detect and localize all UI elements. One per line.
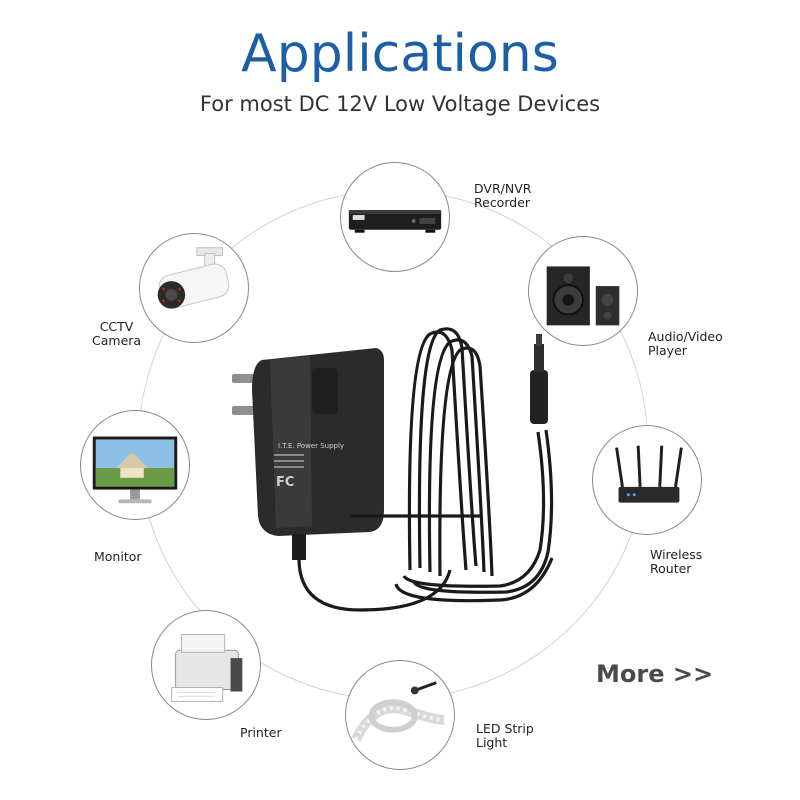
cctv-camera-label-line-2: Camera bbox=[92, 333, 142, 348]
led-strip-label-line-1: LED Strip bbox=[476, 721, 534, 736]
dvr-recorder-icon bbox=[348, 210, 442, 233]
more-link[interactable]: More >> bbox=[596, 660, 714, 688]
router-label-line-1: Wireless bbox=[650, 547, 703, 562]
cctv-camera-icon bbox=[157, 247, 230, 309]
cctv-camera-label: CCTV Camera bbox=[92, 320, 141, 348]
cctv-camera-label-line-1: CCTV bbox=[99, 319, 134, 334]
audio-player-label: Audio/Video Player bbox=[648, 330, 723, 358]
led-strip-node bbox=[345, 660, 455, 770]
led-strip-label-line-2: Light bbox=[476, 735, 508, 750]
router-node bbox=[592, 425, 702, 535]
svg-text:FC: FC bbox=[276, 475, 294, 490]
printer-node bbox=[151, 610, 261, 720]
speaker-icon bbox=[546, 266, 620, 326]
audio-player-node bbox=[528, 236, 638, 346]
power-adapter-image: I.T.E. Power Supply FC bbox=[200, 320, 580, 630]
router-label-line-2: Router bbox=[650, 561, 692, 576]
page-title: Applications bbox=[241, 24, 559, 84]
dvr-recorder-label: DVR/NVR Recorder bbox=[474, 182, 531, 210]
led-strip-label: LED Strip Light bbox=[476, 722, 534, 750]
power-adapter-icon: I.T.E. Power Supply FC bbox=[232, 327, 554, 612]
adapter-label-text: I.T.E. Power Supply bbox=[278, 442, 344, 450]
dvr-recorder-label-line-1: DVR/NVR bbox=[474, 181, 532, 196]
audio-player-label-line-2: Player bbox=[648, 343, 687, 358]
dvr-recorder-node bbox=[340, 162, 450, 272]
printer-icon bbox=[171, 634, 243, 702]
led-strip-icon bbox=[351, 681, 445, 742]
monitor-label: Monitor bbox=[94, 550, 142, 564]
printer-label-line-1: Printer bbox=[240, 725, 282, 740]
monitor-icon bbox=[92, 436, 178, 504]
cctv-camera-node bbox=[139, 233, 249, 343]
page-subtitle: For most DC 12V Low Voltage Devices bbox=[199, 92, 601, 116]
router-label: Wireless Router bbox=[650, 548, 702, 576]
printer-label: Printer bbox=[240, 726, 282, 740]
monitor-node bbox=[80, 410, 190, 520]
dvr-recorder-label-line-2: Recorder bbox=[474, 195, 531, 210]
router-icon bbox=[615, 445, 683, 503]
audio-player-label-line-1: Audio/Video bbox=[648, 329, 723, 344]
monitor-label-line-1: Monitor bbox=[94, 549, 142, 564]
